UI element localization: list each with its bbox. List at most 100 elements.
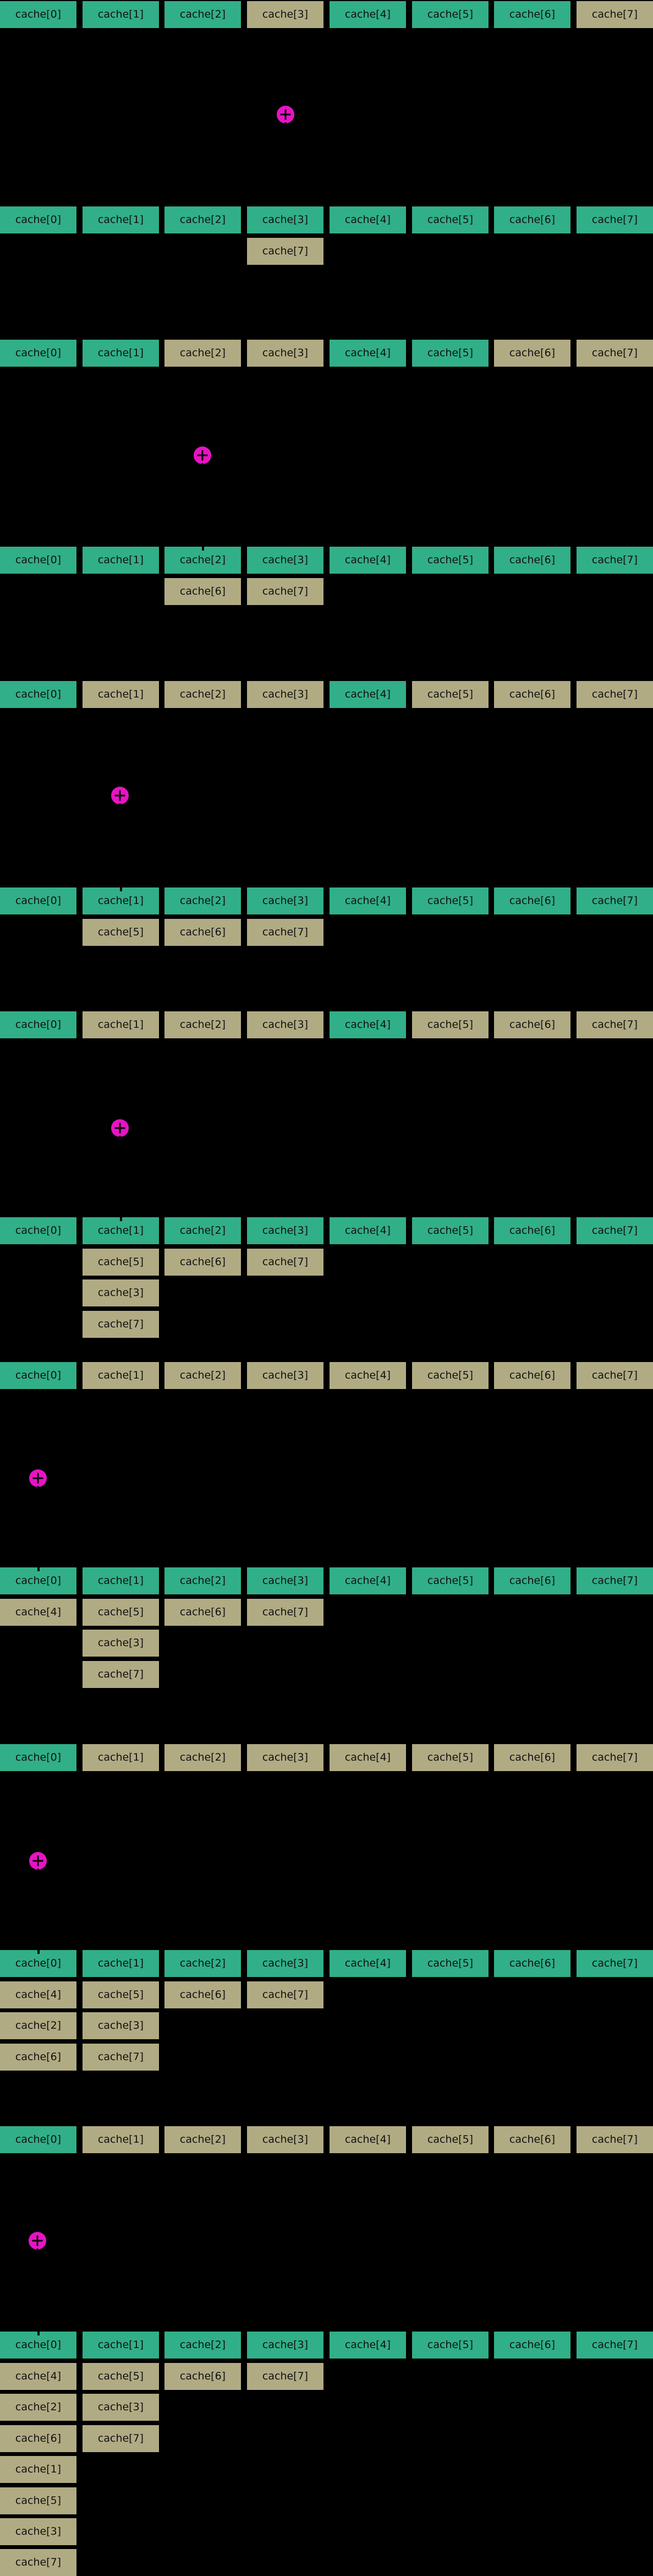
cache-box-row10-col7: cache[7] [577, 1567, 653, 1594]
cache-box-row5-col2: cache[2] [164, 681, 241, 708]
cache-box-row11-col3: cache[3] [247, 1744, 323, 1771]
cache-box-row11-col0: cache[0] [0, 1744, 76, 1771]
cache-box-row7-col7: cache[7] [577, 1011, 653, 1038]
cache-box-row12-stack-col0-1: cache[2] [0, 2012, 76, 2039]
cache-box-row14-col7: cache[7] [577, 2332, 653, 2359]
cache-box-row2-stack-col3-0: cache[7] [247, 238, 323, 265]
cache-box-row10-col2: cache[2] [164, 1567, 241, 1594]
cache-box-row5-col6: cache[6] [494, 681, 570, 708]
cache-box-row9-col7: cache[7] [577, 1362, 653, 1389]
cache-box-row4-col6: cache[6] [494, 547, 570, 574]
cache-box-row14-stack-col2-0: cache[6] [164, 2363, 241, 2390]
cache-box-row6-stack-col2-0: cache[6] [164, 919, 241, 946]
cache-box-row5-col0: cache[0] [0, 681, 76, 708]
cache-box-row12-stack-col1-0: cache[5] [83, 1981, 159, 2008]
cache-box-row8-col5: cache[5] [412, 1217, 489, 1244]
cache-box-row6-stack-col3-0: cache[7] [247, 919, 323, 946]
cache-box-row13-col1: cache[1] [83, 2126, 159, 2153]
cache-box-row11-col1: cache[1] [83, 1744, 159, 1771]
cache-box-row11-col5: cache[5] [412, 1744, 489, 1771]
cache-box-row12-stack-col0-0: cache[4] [0, 1981, 76, 2008]
plus-stub [37, 1869, 39, 1874]
cache-box-row9-col4: cache[4] [330, 1362, 406, 1389]
cache-box-row8-col6: cache[6] [494, 1217, 570, 1244]
cache-box-row14-col6: cache[6] [494, 2332, 570, 2359]
cache-box-row4-col0: cache[0] [0, 547, 76, 574]
cache-box-row13-col5: cache[5] [412, 2126, 489, 2153]
cache-box-row1-col5: cache[5] [412, 1, 489, 28]
cache-box-row8-col7: cache[7] [577, 1217, 653, 1244]
connector-tick [37, 2330, 40, 2335]
cache-box-row8-stack-col3-0: cache[7] [247, 1249, 323, 1276]
cache-box-row3-col2: cache[2] [164, 340, 241, 367]
cache-box-row13-col0: cache[0] [0, 2126, 76, 2153]
cache-box-row14-stack-col0-4: cache[5] [0, 2487, 76, 2514]
plus-icon [111, 1119, 129, 1141]
cache-box-row2-col5: cache[5] [412, 206, 489, 233]
cache-box-row3-col1: cache[1] [83, 340, 159, 367]
cache-box-row12-col4: cache[4] [330, 1950, 406, 1977]
cache-box-row3-col5: cache[5] [412, 340, 489, 367]
cache-box-row1-col2: cache[2] [164, 1, 241, 28]
plus-glyph-vertical [36, 2235, 39, 2246]
cache-box-row14-col3: cache[3] [247, 2332, 323, 2359]
cache-box-row5-col5: cache[5] [412, 681, 489, 708]
plus-glyph-vertical [119, 790, 121, 801]
cache-box-row5-col7: cache[7] [577, 681, 653, 708]
cache-box-row7-col1: cache[1] [83, 1011, 159, 1038]
cache-box-row12-col2: cache[2] [164, 1950, 241, 1977]
plus-stub [201, 463, 204, 468]
plus-glyph-vertical [284, 109, 287, 120]
cache-box-row14-col0: cache[0] [0, 2332, 76, 2359]
cache-box-row3-col6: cache[6] [494, 340, 570, 367]
cache-box-row12-col0: cache[0] [0, 1950, 76, 1977]
cache-box-row12-stack-col1-1: cache[3] [83, 2012, 159, 2039]
cache-box-row14-stack-col1-0: cache[5] [83, 2363, 159, 2390]
cache-box-row7-col6: cache[6] [494, 1011, 570, 1038]
cache-box-row14-stack-col1-2: cache[7] [83, 2425, 159, 2452]
cache-box-row12-col6: cache[6] [494, 1950, 570, 1977]
cache-box-row12-stack-col0-2: cache[6] [0, 2044, 76, 2071]
cache-box-row9-col1: cache[1] [83, 1362, 159, 1389]
connector-tick [120, 1216, 122, 1221]
cache-box-row14-stack-col0-1: cache[2] [0, 2394, 76, 2421]
cache-box-row1-col3: cache[3] [247, 1, 323, 28]
connector-tick [37, 1566, 40, 1571]
cache-box-row6-col4: cache[4] [330, 887, 406, 914]
connector-tick [37, 1948, 40, 1954]
cache-box-row14-stack-col1-1: cache[3] [83, 2394, 159, 2421]
cache-box-row7-col2: cache[2] [164, 1011, 241, 1038]
cache-box-row8-col3: cache[3] [247, 1217, 323, 1244]
cache-box-row13-col7: cache[7] [577, 2126, 653, 2153]
connector-tick [120, 886, 122, 891]
cache-box-row14-stack-col0-5: cache[3] [0, 2518, 76, 2545]
cache-box-row8-col2: cache[2] [164, 1217, 241, 1244]
cache-box-row4-col5: cache[5] [412, 547, 489, 574]
cache-box-row13-col4: cache[4] [330, 2126, 406, 2153]
cache-box-row2-col1: cache[1] [83, 206, 159, 233]
cache-box-row13-col3: cache[3] [247, 2126, 323, 2153]
cache-box-row12-col7: cache[7] [577, 1950, 653, 1977]
cache-box-row12-stack-col2-0: cache[6] [164, 1981, 241, 2008]
cache-box-row5-col3: cache[3] [247, 681, 323, 708]
plus-icon [194, 446, 211, 468]
cache-box-row9-col6: cache[6] [494, 1362, 570, 1389]
plus-stub [119, 1136, 121, 1141]
cache-box-row3-col0: cache[0] [0, 340, 76, 367]
cache-box-row6-col0: cache[0] [0, 887, 76, 914]
cache-box-row1-col1: cache[1] [83, 1, 159, 28]
cache-box-row6-col2: cache[2] [164, 887, 241, 914]
plus-glyph-vertical [37, 1473, 39, 1484]
cache-box-row10-col5: cache[5] [412, 1567, 489, 1594]
cache-box-row10-stack-col0-0: cache[4] [0, 1599, 76, 1626]
cache-box-row6-col3: cache[3] [247, 887, 323, 914]
cache-box-row5-col1: cache[1] [83, 681, 159, 708]
cache-box-row6-col1: cache[1] [83, 887, 159, 914]
cache-box-row8-col0: cache[0] [0, 1217, 76, 1244]
cache-box-row14-col1: cache[1] [83, 2332, 159, 2359]
cache-box-row10-stack-col2-0: cache[6] [164, 1599, 241, 1626]
cache-box-row6-col6: cache[6] [494, 887, 570, 914]
cache-box-row6-stack-col1-0: cache[5] [83, 919, 159, 946]
cache-box-row9-col5: cache[5] [412, 1362, 489, 1389]
